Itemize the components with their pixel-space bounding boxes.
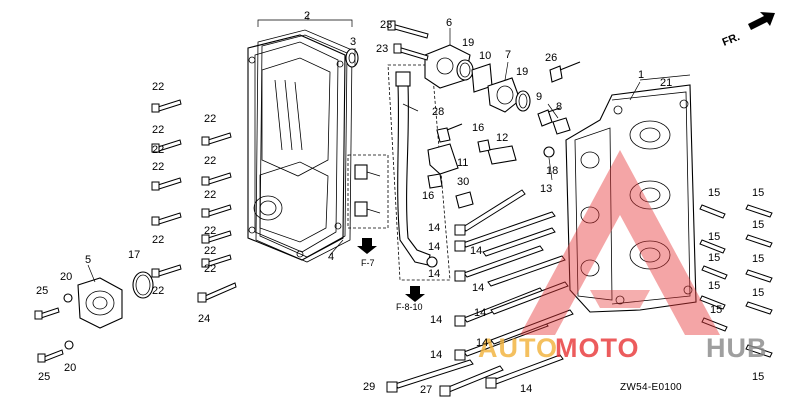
callout-23-b: 23 [376, 43, 388, 55]
reference-arrow-icon [357, 238, 425, 302]
direction-arrow-icon [748, 12, 775, 30]
callout-22-g: 22 [204, 113, 216, 125]
callout-1: 1 [638, 69, 644, 81]
callout-22-e: 22 [152, 234, 164, 246]
callout-labels: 1 2 3 4 5 6 7 8 9 10 11 12 13 14 14 14 1… [36, 10, 764, 396]
callout-14-a: 14 [428, 222, 440, 234]
head-bolts [386, 189, 574, 397]
direction-label: FR. [721, 31, 742, 49]
callout-15-e: 15 [708, 252, 720, 264]
breather-tube [387, 64, 451, 281]
callout-15-j: 15 [752, 371, 764, 383]
callout-14-g: 14 [474, 307, 486, 319]
callout-22-h: 22 [204, 155, 216, 167]
callout-15-h: 15 [752, 287, 764, 299]
callout-16-b: 16 [422, 190, 434, 202]
callout-22-l: 22 [204, 263, 216, 275]
callout-6: 6 [446, 17, 452, 29]
callout-16-a: 16 [472, 122, 484, 134]
callout-29: 29 [363, 381, 375, 393]
small-fittings [427, 61, 675, 209]
reference-label-b: F-8-10 [396, 302, 423, 312]
callout-23-a: 23 [380, 19, 392, 31]
watermark-text-hub: HUB [706, 333, 768, 363]
callout-8: 8 [556, 101, 562, 113]
cover-bolts [151, 20, 429, 303]
callout-15-i: 15 [710, 304, 722, 316]
callout-7: 7 [505, 49, 511, 61]
callout-22-a: 22 [152, 81, 164, 93]
callout-14-i: 14 [476, 337, 488, 349]
callout-14-b: 14 [428, 241, 440, 253]
callout-22-i: 22 [204, 189, 216, 201]
callout-19-b: 19 [516, 66, 528, 78]
callout-15-d: 15 [752, 219, 764, 231]
callout-14-d: 14 [428, 268, 440, 280]
callout-15-g: 15 [708, 280, 720, 292]
callout-14-c: 14 [470, 245, 482, 257]
callout-19-a: 19 [462, 37, 474, 49]
cylinder-head [565, 84, 697, 313]
callout-15-b: 15 [752, 187, 764, 199]
callout-26: 26 [545, 52, 557, 64]
callout-20-b: 20 [64, 362, 76, 374]
callout-22-k: 22 [204, 245, 216, 257]
callout-5: 5 [85, 254, 91, 266]
head-cover-gasket [255, 29, 353, 263]
breather-detail-box [347, 154, 389, 229]
grommet [345, 48, 359, 68]
callout-25-a: 25 [36, 285, 48, 297]
stud-bolts [699, 204, 773, 358]
callout-30: 30 [457, 176, 469, 188]
callout-15-a: 15 [708, 187, 720, 199]
callout-22-f: 22 [152, 285, 164, 297]
callout-11: 11 [457, 157, 468, 169]
leader-lines [87, 14, 691, 283]
callout-18: 18 [546, 165, 558, 177]
diagram-code: ZW54-E0100 [620, 382, 682, 393]
callout-22-c: 22 [152, 144, 164, 156]
callout-4: 4 [328, 251, 334, 263]
callout-24: 24 [198, 313, 210, 325]
callout-22-j: 22 [204, 225, 216, 237]
watermark-triangle [520, 150, 720, 335]
callout-14-j: 14 [520, 383, 532, 395]
callout-10: 10 [479, 50, 491, 62]
callout-15-c: 15 [708, 231, 720, 243]
callout-9: 9 [536, 91, 542, 103]
watermark-text-moto: MOTO [555, 333, 640, 363]
fuel-pump-assembly [34, 271, 154, 363]
head-cover [247, 34, 346, 261]
reference-label-a: F-7 [361, 258, 375, 268]
callout-2: 2 [304, 10, 310, 22]
watermark-logo: AUTO MOTO HUB [478, 150, 768, 363]
callout-13: 13 [540, 183, 552, 195]
callout-22-b: 22 [152, 124, 164, 136]
callout-12: 12 [496, 132, 508, 144]
callout-15-f: 15 [752, 253, 764, 265]
callout-22-d: 22 [152, 161, 164, 173]
callout-20-a: 20 [60, 271, 72, 283]
callout-14-h: 14 [430, 349, 442, 361]
callout-27: 27 [420, 384, 432, 396]
watermark-text-auto: AUTO [478, 333, 558, 363]
callout-28: 28 [432, 106, 444, 118]
callout-25-b: 25 [38, 371, 50, 383]
callout-17: 17 [128, 249, 140, 261]
callout-3: 3 [350, 36, 356, 48]
thermostat-assembly [424, 44, 531, 113]
callout-14-e: 14 [472, 282, 484, 294]
callout-14-f: 14 [430, 314, 442, 326]
callout-21: 21 [660, 77, 672, 89]
